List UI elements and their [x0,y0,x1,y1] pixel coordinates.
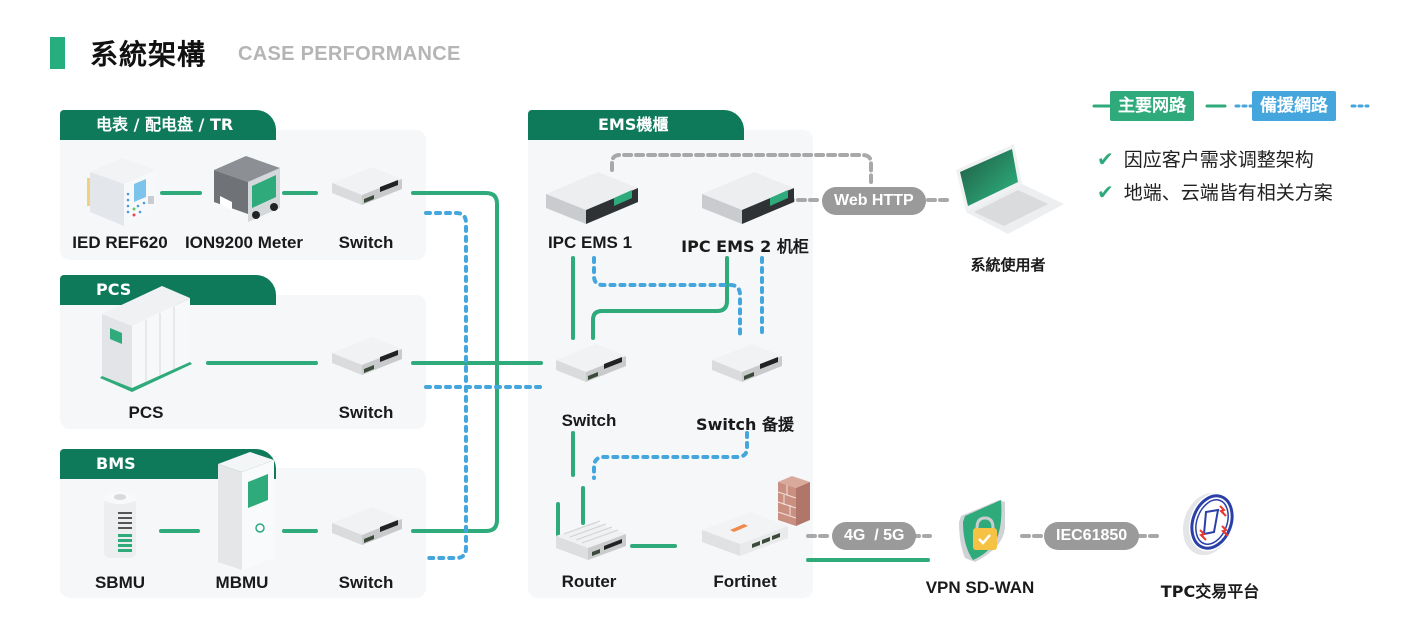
device-label-ems-switch: Switch [561,411,617,430]
fortinet-firewall-appliance-icon [702,512,788,556]
switch-icon [332,507,402,545]
primary-links [159,191,930,562]
switch-icon [332,337,402,375]
device-label-ems-backup-switch: Switch 备援 [696,415,794,434]
checkmark-icon: ✔ [1097,146,1114,171]
feature-bullet: ✔ 因应客户需求调整架构 [1097,145,1314,172]
link-backup-switch-router [592,431,749,480]
firewall-brick-icon [777,476,810,526]
device-label-tpc: TPC交易平台 [1160,582,1260,601]
ems-group-tab: EMS機櫃 [528,110,744,140]
link-ems2-switch [591,256,729,340]
device-label-bms-switch: Switch [338,573,394,592]
page-title: 系統架構 [90,38,207,71]
vpn-shield-lock-icon [959,500,1005,562]
legend-primary-network: 主要网路 [1110,91,1194,121]
protocol-pill-web-http: Web HTTP [822,187,926,215]
ipc-server-icon [702,172,794,224]
page-subtitle: CASE PERFORMANCE [238,43,461,65]
legend-backup-network: 備援網路 [1252,91,1336,121]
device-label-ipc-ems-2: IPC EMS 2 机柜 [681,237,809,256]
laptop-icon [956,144,1064,234]
device-label-pcs-switch: Switch [338,403,394,422]
ied-relay-icon [87,158,156,226]
device-label-router: Router [561,572,617,591]
device-label-meter-switch: Switch [338,233,394,252]
device-label-fortinet: Fortinet [713,572,777,591]
device-label-pcs: PCS [128,403,164,422]
feature-text: 地端、云端皆有相关方案 [1123,182,1333,204]
device-label-user: 系統使用者 [970,256,1046,274]
feature-bullet: ✔ 地端、云端皆有相关方案 [1097,178,1333,205]
meter-group-tab: 电表 / 配电盘 / TR [60,110,276,140]
backup-switch-icon [712,344,782,382]
backup-links [424,211,764,560]
title-accent-bar [50,37,65,69]
protocol-pill-cellular: 4G / 5G [832,522,917,550]
battery-icon [104,492,136,558]
tpc-logo-icon [1182,492,1236,556]
protocol-pill-iec61850: IEC61850 [1044,522,1140,550]
switch-icon [556,344,626,382]
ipc-server-icon [546,172,638,224]
link-ems1-web [610,153,873,184]
pcs-cabinet-icon [100,286,192,392]
device-label-vpn: VPN SD-WAN [925,578,1035,597]
device-label-meter: ION9200 Meter [184,233,304,252]
router-icon [556,520,626,560]
switch-icon [332,167,402,205]
device-label-ipc-ems-1: IPC EMS 1 [547,233,633,252]
device-label-sbmu: SBMU [94,573,146,592]
feature-text: 因应客户需求调整架构 [1123,149,1314,171]
checkmark-icon: ✔ [1097,179,1114,204]
link-ems1-backup-switch [592,256,742,340]
device-label-mbmu: MBMU [215,573,269,592]
mbmu-cabinet-icon [218,452,274,570]
device-label-ied: IED REF620 [72,233,168,252]
power-meter-icon [214,156,280,222]
